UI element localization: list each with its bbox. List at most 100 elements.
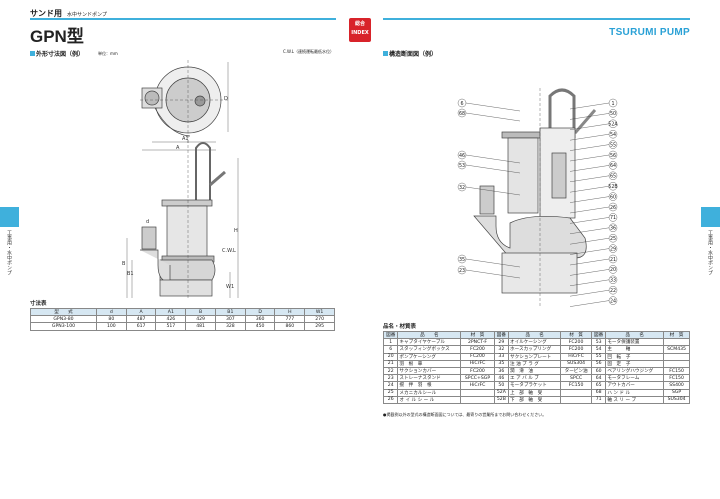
table-cell: 29 <box>493 338 510 347</box>
callout-number: 33 <box>610 278 616 284</box>
table-cell <box>663 338 690 347</box>
callout-number: 35 <box>459 257 465 263</box>
column-header: 図番 <box>493 330 510 340</box>
column-header: D <box>244 307 276 317</box>
callout-33: 33 <box>569 275 618 286</box>
table-cell: 360 <box>244 315 276 324</box>
callout-71: 71 <box>569 213 618 224</box>
table-cell: SPCC+SGP <box>460 374 495 383</box>
table-cell: 270 <box>304 315 335 324</box>
table-cell: FC150 <box>663 374 690 383</box>
dim-A: A <box>176 145 180 151</box>
table-cell: 777 <box>274 315 306 324</box>
table-cell: 860 <box>274 322 306 331</box>
table-cell: 20 <box>382 352 399 361</box>
callout-number: 20 <box>610 267 616 273</box>
column-header: W1 <box>304 307 335 317</box>
table-cell: 71 <box>590 395 607 404</box>
table-cell: 固 定 子 <box>605 359 665 368</box>
table-cell: 517 <box>155 322 187 331</box>
category-label: サンド用 <box>30 9 62 18</box>
callout-64: 64 <box>569 161 618 172</box>
column-header: A1 <box>155 307 187 317</box>
callout-number: 55 <box>610 142 616 148</box>
column-header: 図番 <box>382 330 399 340</box>
callout-group: 668465332352315052A545556646552B60267136… <box>457 98 618 307</box>
column-header: 図番 <box>590 330 607 340</box>
callout-number: 53 <box>459 163 465 169</box>
index-label-en: INDEX <box>351 30 369 36</box>
dim-cwl: C.W.L <box>222 248 236 254</box>
table-cell: ホースカップリング <box>508 345 562 354</box>
callout-29: 29 <box>569 244 618 255</box>
brand-logo: TSURUMI PUMP <box>609 27 690 38</box>
table-cell: 撹 拌 羽 根 <box>397 381 462 390</box>
table-cell: 2PNCT-F <box>460 338 495 347</box>
callout-number: 22 <box>610 288 616 294</box>
callout-24: 24 <box>569 296 618 307</box>
column-header: 品 名 <box>397 330 462 340</box>
column-header: B1 <box>214 307 246 317</box>
table-cell: サクションカバー <box>397 366 462 376</box>
table-cell: 24 <box>382 381 399 390</box>
table-cell: サクションプレート <box>508 352 562 361</box>
table-cell: メカニカルシール <box>397 388 462 397</box>
callout-22: 22 <box>569 285 618 297</box>
table-cell: スタッフィングボックス <box>397 345 462 354</box>
table-cell: 50 <box>493 381 510 390</box>
table-cell: HiCrFC <box>560 352 592 361</box>
table-cell: FC200 <box>560 338 592 347</box>
table-cell: 22 <box>382 366 399 376</box>
side-tab-right[interactable] <box>701 207 720 227</box>
callout-number: 21 <box>610 257 616 263</box>
table-cell: GPN3-80 <box>30 315 97 324</box>
callout-50: 50 <box>569 109 618 120</box>
table-cell: 52A <box>493 388 510 397</box>
callout-65: 65 <box>569 171 618 182</box>
table-cell: FC150 <box>663 366 690 376</box>
callout-number: 71 <box>610 215 616 221</box>
callout-52B: 52B <box>569 181 618 193</box>
callout-number: 68 <box>459 111 465 117</box>
table-cell <box>663 352 690 361</box>
callout-number: 36 <box>610 226 616 232</box>
unit-label: 単位：mm <box>98 51 118 56</box>
table-cell: タービン油 <box>560 366 592 376</box>
dim-A1: A1 <box>182 136 189 142</box>
table-cell: 487 <box>125 315 157 324</box>
table-cell: 617 <box>125 322 157 331</box>
table-cell <box>460 395 495 404</box>
table-cell: 1 <box>382 338 399 347</box>
callout-number: 64 <box>610 163 616 169</box>
table-cell: 下 部 軸 受 <box>508 395 562 404</box>
parts-table-title: 品名・材質表 <box>383 324 417 330</box>
header-row: 図番品 名材 質図番品 名材 質図番品 名材 質 <box>382 330 690 340</box>
table-cell: 307 <box>214 315 246 324</box>
callout-68: 68 <box>457 108 521 122</box>
table-cell: 53 <box>590 338 607 347</box>
structure-section-title: 構造断面図（例） <box>383 49 437 58</box>
table-cell: 潤 滑 油 <box>508 366 562 376</box>
table-cell: 429 <box>185 315 216 324</box>
table-cell: モータ保護装置 <box>605 338 665 347</box>
side-view <box>126 140 239 300</box>
callout-46: 46 <box>457 150 521 164</box>
callout-20: 20 <box>569 265 618 276</box>
column-header: 型 式 <box>30 307 97 317</box>
table-cell: 328 <box>214 322 246 331</box>
table-cell: 80 <box>95 315 127 324</box>
callout-number: 6 <box>460 101 463 107</box>
table-cell: 450 <box>244 322 276 331</box>
callout-36: 36 <box>569 223 618 234</box>
callout-number: 60 <box>610 194 616 200</box>
table-cell: 主 軸 <box>605 345 665 354</box>
callout-55: 55 <box>569 140 618 151</box>
dim-B: B <box>122 261 126 267</box>
side-tab-left[interactable] <box>0 207 19 227</box>
column-header: B <box>185 307 216 317</box>
outline-drawing: D A1 A d H B B1 W1 C.W.L <box>122 60 239 300</box>
